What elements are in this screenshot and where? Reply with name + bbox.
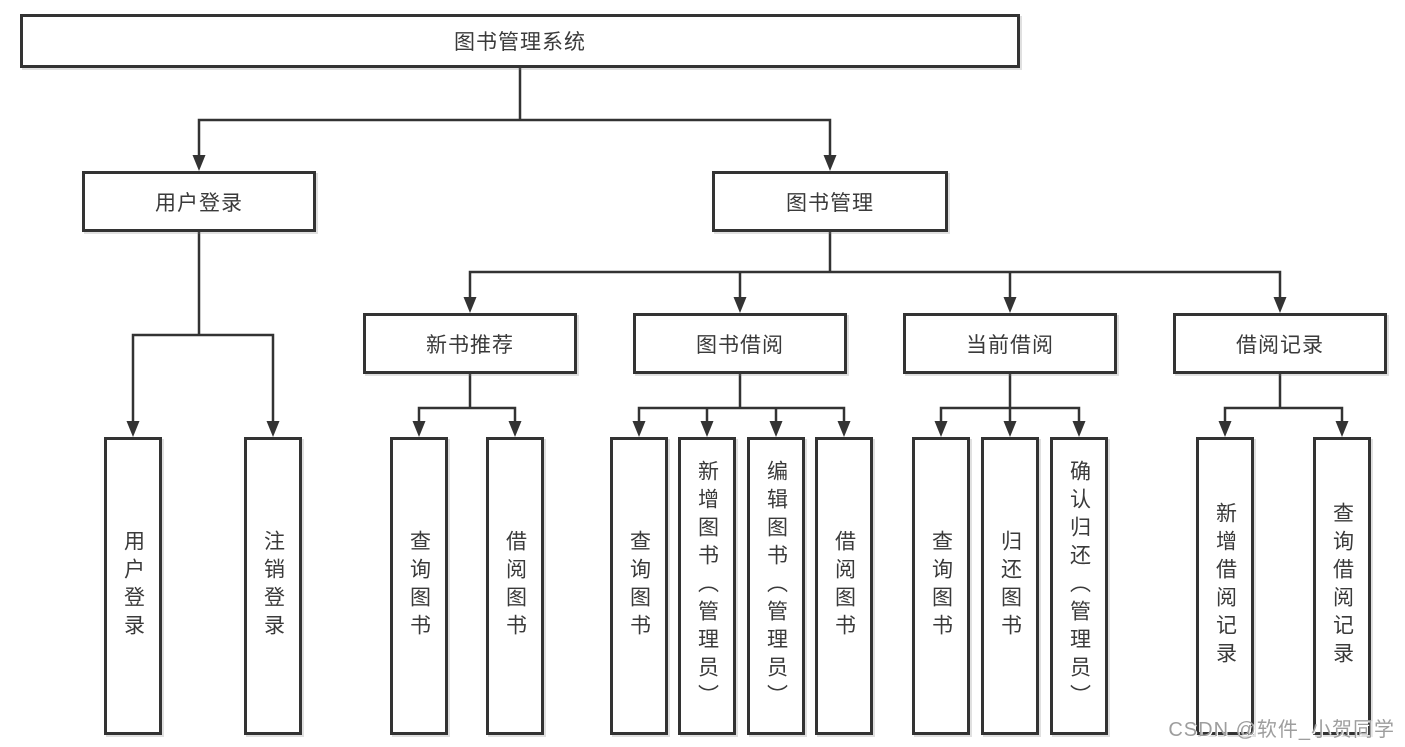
- leaf-br-add-record: 新增借阅记录: [1196, 437, 1254, 735]
- leaf-cb-confirm-return-admin-label: 确认归还（管理员）: [1067, 460, 1091, 712]
- leaf-bb-add-book-admin-label: 新增图书（管理员）: [695, 460, 719, 712]
- leaf-br-query-record: 查询借阅记录: [1313, 437, 1371, 735]
- leaf-nb-borrow-book-label: 借阅图书: [503, 530, 527, 642]
- node-borrow-record: 借阅记录: [1173, 313, 1387, 374]
- leaf-nb-query-book: 查询图书: [390, 437, 448, 735]
- leaf-user-login: 用户登录: [104, 437, 162, 735]
- leaf-nb-query-book-label: 查询图书: [407, 530, 431, 642]
- node-book-borrow: 图书借阅: [633, 313, 847, 374]
- leaf-cb-query-book-label: 查询图书: [929, 530, 953, 642]
- node-user-login: 用户登录: [82, 171, 316, 232]
- leaf-cb-confirm-return-admin: 确认归还（管理员）: [1050, 437, 1108, 735]
- node-book-management: 图书管理: [712, 171, 948, 232]
- leaf-bb-edit-book-admin: 编辑图书（管理员）: [747, 437, 805, 735]
- node-current-borrow: 当前借阅: [903, 313, 1117, 374]
- leaf-bb-query-book: 查询图书: [610, 437, 668, 735]
- leaf-bb-borrow-book: 借阅图书: [815, 437, 873, 735]
- leaf-logout: 注销登录: [244, 437, 302, 735]
- leaf-cb-return-book: 归还图书: [981, 437, 1039, 735]
- leaf-logout-label: 注销登录: [261, 530, 285, 642]
- node-library-management-system: 图书管理系统: [20, 14, 1020, 68]
- leaf-nb-borrow-book: 借阅图书: [486, 437, 544, 735]
- leaf-cb-query-book: 查询图书: [912, 437, 970, 735]
- leaf-bb-add-book-admin: 新增图书（管理员）: [678, 437, 736, 735]
- leaf-br-add-record-label: 新增借阅记录: [1213, 502, 1237, 670]
- node-new-book-recommend: 新书推荐: [363, 313, 577, 374]
- csdn-watermark: CSDN @软件_小贺同学: [1168, 719, 1395, 741]
- leaf-bb-edit-book-admin-label: 编辑图书（管理员）: [764, 460, 788, 712]
- leaf-bb-query-book-label: 查询图书: [627, 530, 651, 642]
- leaf-bb-borrow-book-label: 借阅图书: [832, 530, 856, 642]
- leaf-user-login-label: 用户登录: [121, 530, 145, 642]
- leaf-cb-return-book-label: 归还图书: [998, 530, 1022, 642]
- leaf-br-query-record-label: 查询借阅记录: [1330, 502, 1354, 670]
